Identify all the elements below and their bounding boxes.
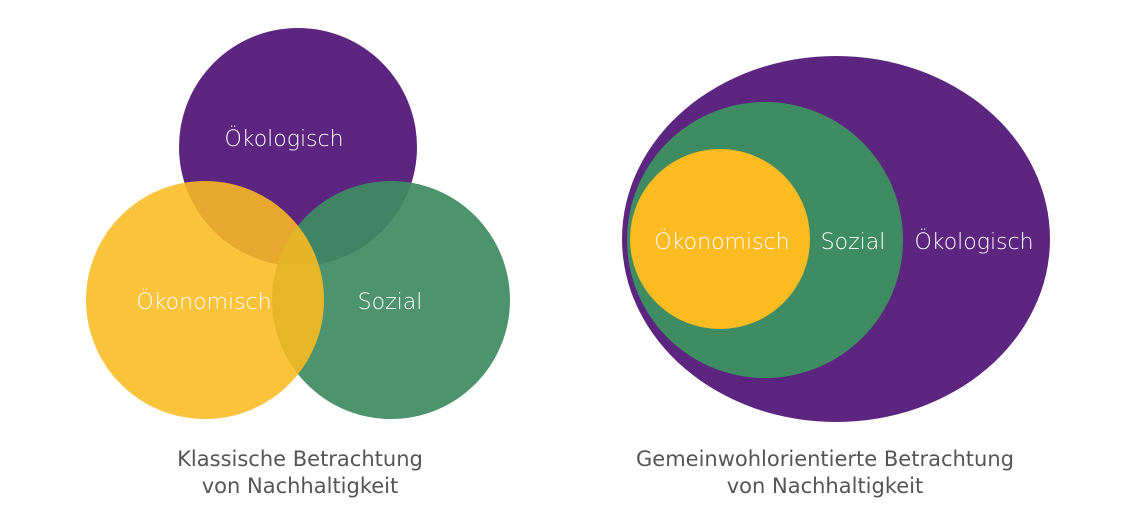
venn-circle-economic <box>86 181 324 419</box>
nested-diagram: Ökonomisch Sozial Ökologisch <box>622 56 1050 422</box>
classic-venn-diagram: Ökologisch Ökonomisch Sozial <box>86 28 510 419</box>
classic-caption-line2: von Nachhaltigkeit <box>201 474 399 498</box>
nested-label-social: Sozial <box>821 230 886 255</box>
classic-caption: Klassische Betrachtung von Nachhaltigkei… <box>140 446 460 500</box>
venn-label-social: Sozial <box>358 290 423 315</box>
nested-circle-economic <box>630 149 810 329</box>
common-good-caption: Gemeinwohlorientierte Betrachtung von Na… <box>600 446 1050 500</box>
nested-label-economic: Ökonomisch <box>654 228 789 255</box>
common-good-caption-line2: von Nachhaltigkeit <box>726 474 924 498</box>
classic-caption-line1: Klassische Betrachtung <box>177 447 423 471</box>
venn-circle-social <box>272 181 510 419</box>
common-good-caption-line1: Gemeinwohlorientierte Betrachtung <box>636 447 1014 471</box>
nested-label-ecological: Ökologisch <box>914 228 1033 255</box>
venn-label-economic: Ökonomisch <box>136 288 271 315</box>
venn-label-ecological: Ökologisch <box>224 125 343 152</box>
